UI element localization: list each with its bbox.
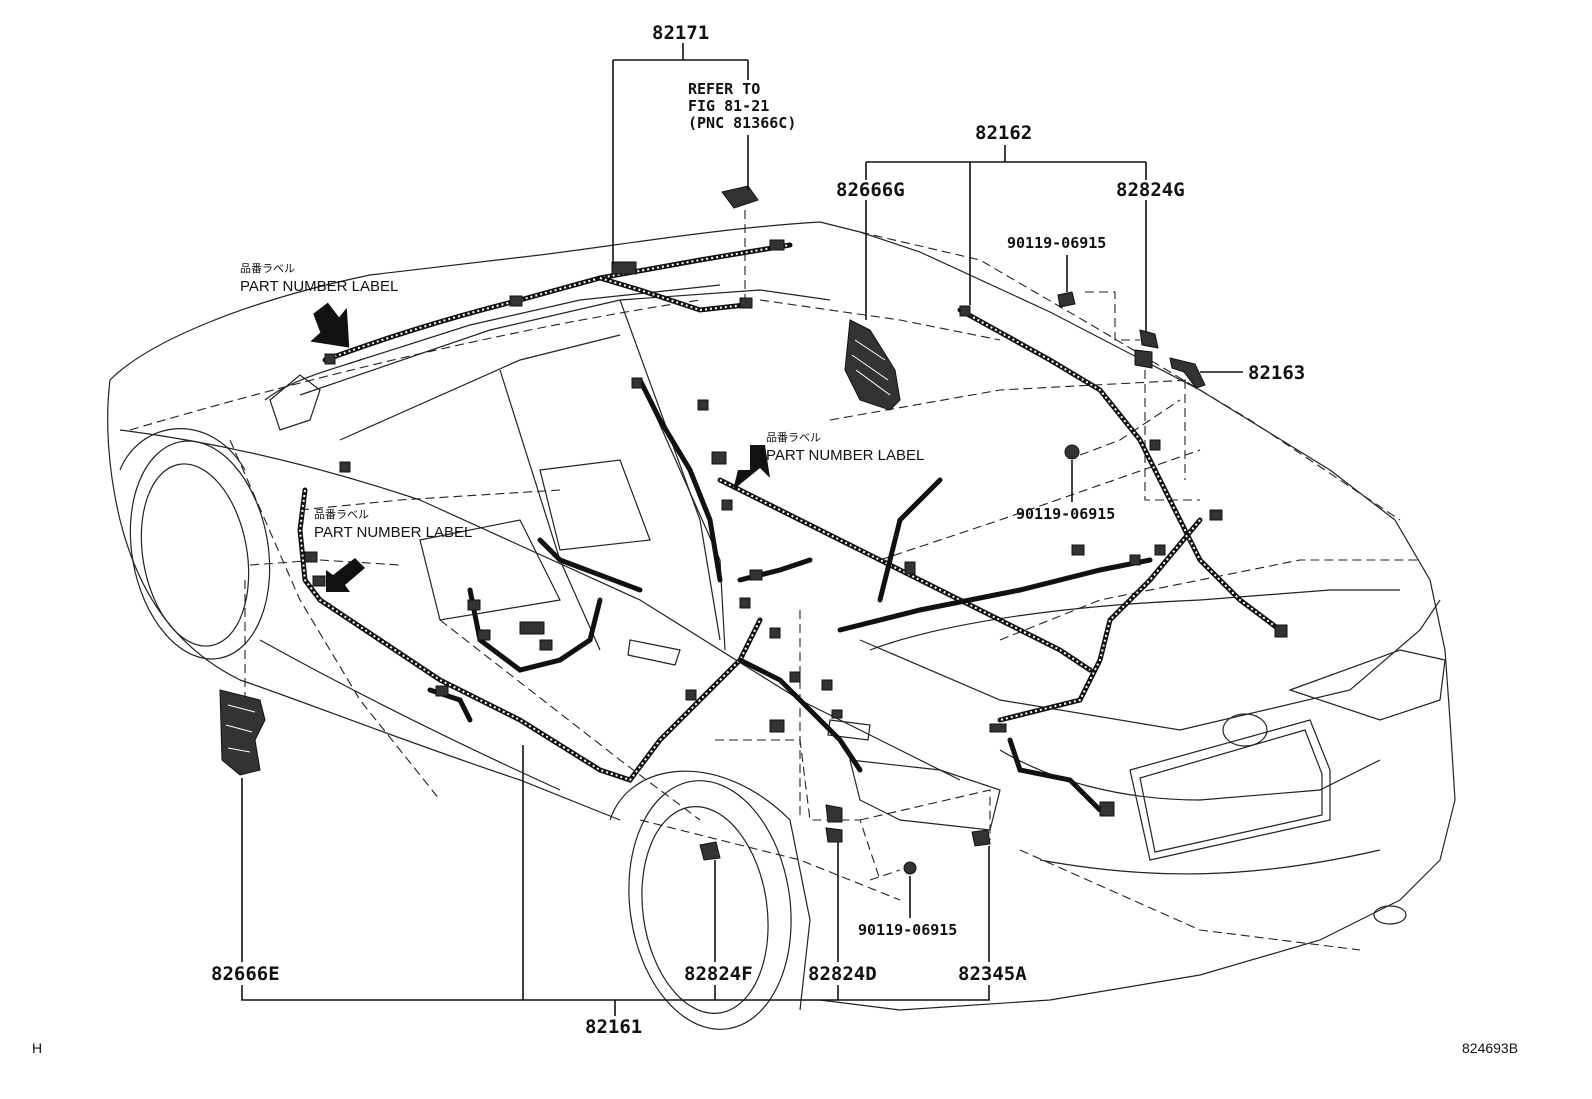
part-number-82161: 82161 xyxy=(585,1016,642,1038)
part-number-labels: 82171 REFER TO FIG 81-21 (PNC 81366C) 82… xyxy=(211,22,1305,1038)
footer-left-mark: H xyxy=(32,1040,42,1056)
arrow-icon xyxy=(310,302,350,348)
part-82171-connector xyxy=(721,185,759,209)
part-number-label-notes: 品番ラベル PART NUMBER LABEL 品番ラベル PART NUMBE… xyxy=(240,262,924,541)
leader-lines xyxy=(241,43,1243,1016)
harness-82162-rear xyxy=(717,307,1283,813)
label-note-3-jp: 品番ラベル xyxy=(314,508,369,521)
part-82666E-bracket xyxy=(219,689,266,776)
part-number-82666E: 82666E xyxy=(211,963,280,985)
clips-bottom xyxy=(699,804,991,861)
part-82666G-bracket xyxy=(844,319,901,411)
label-arrows xyxy=(310,302,770,592)
footer: H 824693B xyxy=(32,1040,1518,1056)
label-note-2-en: PART NUMBER LABEL xyxy=(766,447,924,464)
label-note-3-en: PART NUMBER LABEL xyxy=(314,524,472,541)
part-number-82666G: 82666G xyxy=(836,179,905,201)
part-number-82345A: 82345A xyxy=(958,963,1027,985)
part-number-82824D: 82824D xyxy=(808,963,877,985)
part-number-82171: 82171 xyxy=(652,22,709,44)
arrow-icon xyxy=(326,558,365,592)
part-number-82162: 82162 xyxy=(975,122,1032,144)
part-82824G-clip xyxy=(1134,329,1159,369)
car-body-outline xyxy=(107,221,1456,1030)
connectors xyxy=(304,239,1288,817)
part-number-82824G: 82824G xyxy=(1116,179,1185,201)
label-note-1-jp: 品番ラベル xyxy=(240,262,295,275)
part-number-82163: 82163 xyxy=(1248,362,1305,384)
figure-code: 824693B xyxy=(1462,1040,1518,1056)
label-note-2-jp: 品番ラベル xyxy=(766,431,821,444)
arrow-icon xyxy=(733,445,770,490)
reference-line-1: REFER TO xyxy=(688,80,760,98)
part-82163-clamp xyxy=(1169,357,1206,389)
bolts xyxy=(903,291,1080,875)
label-note-1-en: PART NUMBER LABEL xyxy=(240,278,398,295)
part-number-bolt-mid: 90119-06915 xyxy=(1016,505,1115,523)
part-number-bolt-top: 90119-06915 xyxy=(1007,234,1106,252)
part-number-82824F: 82824F xyxy=(684,963,753,985)
reference-line-3: (PNC 81366C) xyxy=(688,114,796,132)
reference-line-2: FIG 81-21 xyxy=(688,97,769,115)
hidden-lines xyxy=(129,210,1420,951)
harness-82171-roof xyxy=(322,242,793,363)
part-number-bolt-bottom: 90119-06915 xyxy=(858,921,957,939)
